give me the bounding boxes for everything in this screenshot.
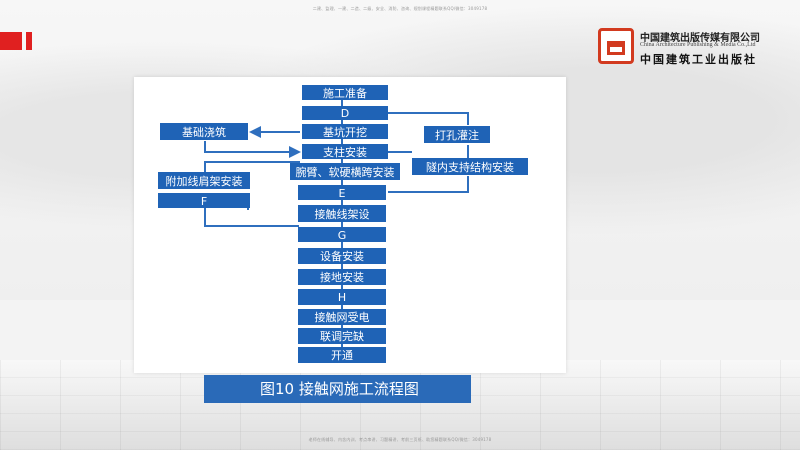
node-h: H [338,291,346,304]
publisher-name-en: China Architecture Publishing & Media Co… [640,42,756,48]
node-pile: 打孔灌注 [435,128,479,142]
node-cantilever: 腕臂、软硬横跨安装 [296,165,395,179]
figure-caption: 图10 接触网施工流程图 [204,375,471,403]
node-column: 支柱安装 [323,145,367,159]
red-accent-bar [26,32,32,50]
publisher-name-calligraphy: 中国建筑工业出版社 [640,53,757,66]
node-equipment: 设备安装 [320,249,364,263]
node-prep: 施工准备 [323,86,367,100]
node-pit: 基坑开挖 [323,125,367,139]
node-foundation: 基础浇筑 [182,125,226,139]
node-open: 开通 [331,349,353,362]
node-wire: 接触线架设 [315,207,370,221]
publisher-emblem-icon [598,28,634,64]
node-feeder-bracket: 附加线肩架安装 [166,174,243,188]
node-g: G [338,229,347,242]
node-d: D [341,107,349,120]
node-e: E [339,187,346,200]
node-tunnel-support: 隧内支持结构安装 [426,160,514,174]
publisher-name-cn: 中国建筑出版传媒有限公司 [640,33,760,44]
top-watermark-note: 二建、监理、一建、二造、二级、安全、消防、咨询、规划课程精题联系QQ/微信：30… [312,6,488,11]
flow-nodes [158,85,528,363]
red-accent-block [0,32,22,50]
connector-lines [204,100,469,348]
node-grounding: 接地安装 [320,270,364,284]
publisher-logo: 中国建筑出版传媒有限公司 China Architecture Publishi… [598,28,798,72]
node-f: F [201,195,207,208]
node-energize: 接触网受电 [315,310,370,324]
node-debug: 联调完缺 [320,329,364,343]
bottom-watermark-note: 老师在线辅导、内含内训、考点串讲、习题精讲、考前三页纸、助您精题联系QQ/微信：… [308,437,492,442]
